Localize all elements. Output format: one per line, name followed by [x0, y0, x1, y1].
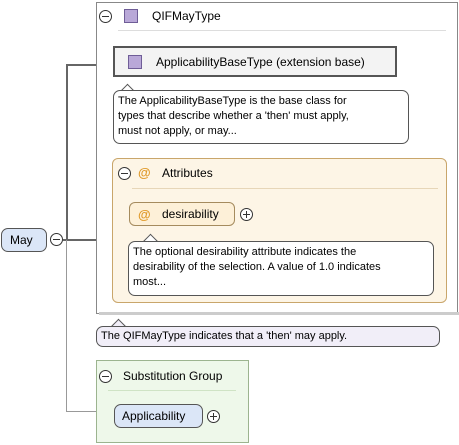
collapse-substitution-toggle[interactable] [99, 370, 112, 383]
doc-line: most... [133, 276, 167, 288]
substitution-group-title: Substitution Group [123, 369, 223, 383]
connector-line [66, 411, 116, 412]
expand-applicability-toggle[interactable] [207, 410, 220, 423]
doc-line: must not apply, or may... [118, 125, 237, 137]
complex-type-icon [124, 9, 138, 23]
doc-line: types that describe whether a 'then' mus… [118, 110, 349, 122]
base-type-box[interactable] [113, 46, 397, 77]
base-type-icon [128, 55, 142, 69]
header-divider [118, 30, 446, 31]
collapse-attributes-toggle[interactable] [118, 167, 131, 180]
base-documentation: The ApplicabilityBaseType is the base cl… [113, 90, 409, 144]
attributes-divider [132, 188, 438, 189]
attribute-desirability[interactable] [129, 202, 235, 226]
substitution-group-box [96, 360, 249, 443]
attribute-icon: @ [138, 207, 151, 222]
doc-line: The QIFMayType indicates that a 'then' m… [101, 330, 348, 342]
element-applicability[interactable] [114, 404, 203, 428]
expand-attribute-toggle[interactable] [240, 208, 253, 221]
complex-type-documentation: The QIFMayType indicates that a 'then' m… [96, 326, 440, 347]
element-name: May [10, 233, 33, 247]
attributes-title: Attributes [162, 166, 213, 180]
doc-line: The ApplicabilityBaseType is the base cl… [118, 95, 347, 107]
collapse-element-toggle[interactable] [50, 233, 63, 246]
collapse-complex-type-toggle[interactable] [99, 10, 112, 23]
doc-line: The optional desirability attribute indi… [133, 246, 357, 258]
complex-type-shadow [99, 312, 459, 315]
base-type-label: ApplicabilityBaseType (extension base) [156, 55, 365, 69]
connector-line [66, 64, 113, 66]
attributes-icon: @ [138, 165, 151, 180]
connector-line [66, 64, 68, 240]
connector-line [66, 240, 67, 412]
attribute-name: desirability [162, 207, 219, 221]
connector-line [66, 239, 113, 241]
element-may[interactable] [1, 228, 47, 252]
complex-type-name: QIFMayType [152, 9, 221, 23]
attribute-documentation: The optional desirability attribute indi… [128, 241, 434, 296]
substitution-item-name: Applicability [122, 409, 186, 423]
substitution-divider [108, 390, 236, 391]
doc-line: desirability of the selection. A value o… [133, 261, 381, 273]
